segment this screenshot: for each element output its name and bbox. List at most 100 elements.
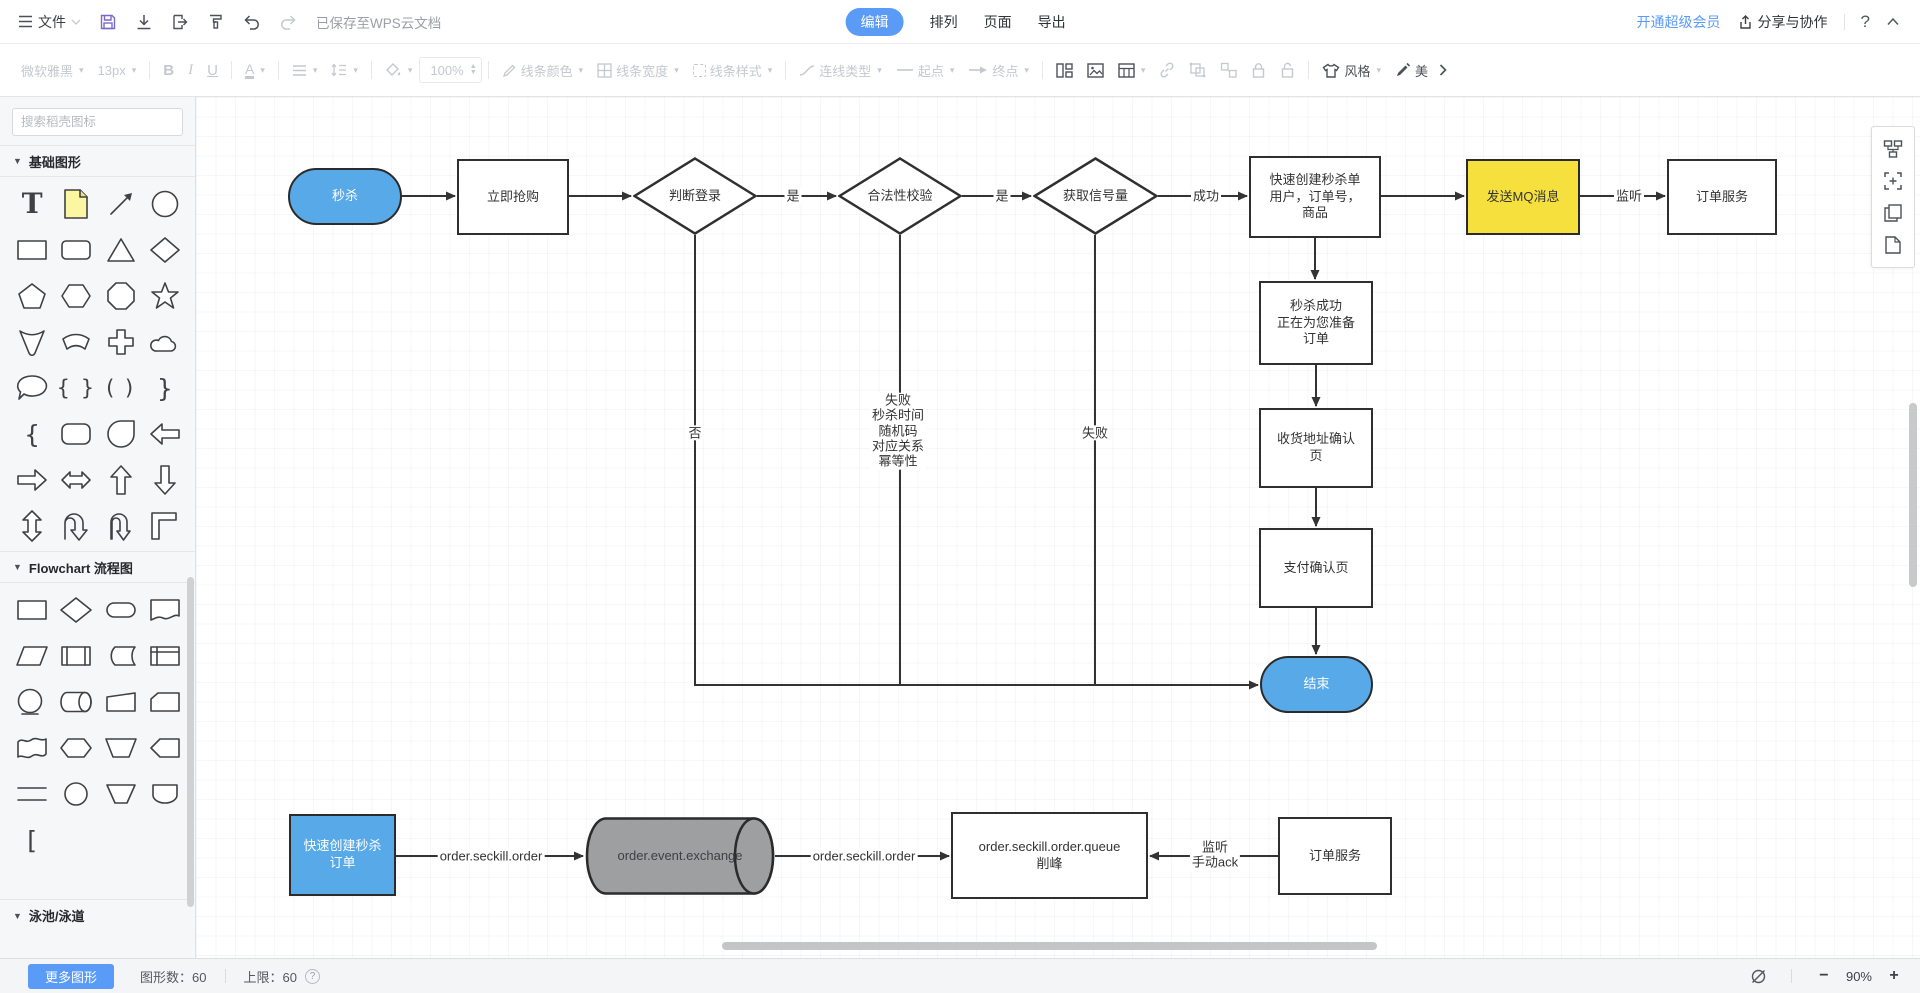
group-button[interactable]: [1182, 55, 1213, 85]
line-style-button[interactable]: 线条样式▾: [686, 55, 780, 85]
shape-arrow-up[interactable]: [99, 457, 143, 503]
line-width-button[interactable]: 线条宽度▾: [590, 55, 686, 85]
edge-label-success[interactable]: 成功: [1190, 188, 1222, 204]
help-button[interactable]: ?: [1860, 11, 1870, 31]
shape-document[interactable]: [143, 587, 187, 633]
structure-view-icon[interactable]: [1883, 139, 1903, 159]
more-tools-chevron-icon[interactable]: [1439, 64, 1447, 76]
insert-table-button[interactable]: ▾: [1111, 55, 1153, 85]
shape-decision[interactable]: [54, 587, 98, 633]
search-input[interactable]: [21, 115, 182, 129]
shape-u-turn-arrow[interactable]: [54, 503, 98, 549]
shape-point-left-hexagon[interactable]: [143, 725, 187, 771]
shape-cloud[interactable]: [143, 319, 187, 365]
canvas-vertical-scrollbar[interactable]: [1909, 403, 1917, 587]
format-painter-button[interactable]: [207, 13, 224, 30]
shape-parentheses[interactable]: ( ): [106, 375, 136, 400]
connector-type-button[interactable]: 连线类型▾: [792, 55, 889, 85]
undo-button[interactable]: [242, 14, 261, 30]
shape-parallel-lines[interactable]: [10, 771, 54, 817]
save-button[interactable]: [99, 13, 117, 31]
font-size-select[interactable]: 13px▾: [97, 62, 137, 78]
shape-display-wave[interactable]: [10, 725, 54, 771]
shape-arc-band[interactable]: [54, 319, 98, 365]
tab-export[interactable]: 导出: [1037, 14, 1066, 30]
shape-zoom-stepper[interactable]: 100% ▲▼: [419, 57, 482, 83]
export-button[interactable]: [171, 13, 189, 31]
node-start[interactable]: 秒杀: [288, 168, 402, 225]
edge-label-fail[interactable]: 失败: [1079, 425, 1111, 441]
shape-right-brace[interactable]: }: [156, 373, 173, 403]
edge-label-listen-ack[interactable]: 监听 手动ack: [1189, 839, 1241, 871]
canvas-horizontal-scrollbar[interactable]: [722, 942, 1377, 950]
download-button[interactable]: [135, 13, 153, 31]
zoom-level-value[interactable]: 90%: [1845, 968, 1872, 984]
shape-hexagon[interactable]: [54, 273, 98, 319]
shape-arrow-left[interactable]: [143, 411, 187, 457]
shape-trapezoid[interactable]: [99, 679, 143, 725]
shape-search-box[interactable]: [12, 108, 183, 136]
node-order-queue[interactable]: order.seckill.order.queue 削峰: [951, 812, 1148, 899]
shape-curly-braces[interactable]: { }: [56, 375, 97, 400]
lock-button[interactable]: [1244, 55, 1273, 85]
redo-button[interactable]: [279, 14, 298, 30]
italic-button[interactable]: I: [188, 61, 194, 78]
shape-connector-circle[interactable]: [10, 679, 54, 725]
new-page-icon[interactable]: [1884, 235, 1902, 255]
shape-manual-operation[interactable]: [99, 725, 143, 771]
fill-color-button[interactable]: ▾: [378, 55, 420, 85]
edge-label-fail-detail[interactable]: 失败 秒杀时间 随机码 对应关系 幂等性: [869, 392, 927, 470]
shape-u-turn-arrow-narrow[interactable]: [99, 503, 143, 549]
zoom-in-button[interactable]: +: [1889, 967, 1899, 984]
shape-process[interactable]: [10, 587, 54, 633]
shape-data-parallelogram[interactable]: [10, 633, 54, 679]
shape-left-brace[interactable]: {: [24, 419, 41, 449]
shape-small-circle[interactable]: [54, 771, 98, 817]
shape-arrow-down[interactable]: [143, 457, 187, 503]
share-collaborate-button[interactable]: 分享与协作: [1737, 12, 1828, 32]
align-button[interactable]: ▾: [285, 55, 325, 85]
shape-circle[interactable]: [143, 181, 187, 227]
shape-sticky-note[interactable]: [54, 181, 98, 227]
shape-line-arrow[interactable]: [99, 181, 143, 227]
section-basic-shapes[interactable]: ▼ 基础图形: [0, 145, 195, 177]
node-create-order[interactable]: 快速创建秒杀单 用户，订单号， 商品: [1249, 156, 1381, 238]
insert-image-button[interactable]: [1080, 55, 1111, 85]
edge-label-no[interactable]: 否: [686, 425, 704, 441]
upgrade-membership-link[interactable]: 开通超级会员: [1636, 13, 1721, 30]
line-spacing-button[interactable]: ▾: [324, 55, 365, 85]
shape-direct-access-storage[interactable]: [54, 679, 98, 725]
shape-rectangle[interactable]: [10, 227, 54, 273]
more-shapes-button[interactable]: 更多图形: [28, 963, 115, 989]
node-order-service-top[interactable]: 订单服务: [1667, 159, 1777, 235]
edge-label-route-2[interactable]: order.seckill.order: [810, 848, 918, 864]
style-button[interactable]: 风格▾: [1315, 55, 1388, 85]
duplicate-page-icon[interactable]: [1883, 203, 1903, 223]
shape-internal-storage[interactable]: [143, 633, 187, 679]
shape-arrow-up-down[interactable]: [10, 503, 54, 549]
edge-label-yes-1[interactable]: 是: [784, 188, 802, 204]
shape-star[interactable]: [143, 273, 187, 319]
node-send-mq[interactable]: 发送MQ消息: [1466, 159, 1580, 235]
node-validity-check[interactable]: 合法性校验: [838, 157, 962, 235]
shape-rounded-rectangle[interactable]: [54, 227, 98, 273]
shape-terminator[interactable]: [99, 587, 143, 633]
shape-teardrop[interactable]: [99, 411, 143, 457]
shape-left-bracket[interactable]: [: [27, 825, 37, 855]
node-end[interactable]: 结束: [1260, 656, 1373, 713]
shape-cone[interactable]: [10, 319, 54, 365]
shape-speech-bubble[interactable]: [10, 365, 54, 411]
node-buy-now[interactable]: 立即抢购: [457, 159, 569, 235]
edge-label-listen[interactable]: 监听: [1613, 188, 1645, 204]
auto-layout-button[interactable]: [1049, 55, 1080, 85]
sidebar-scrollbar[interactable]: [187, 577, 194, 907]
shape-arrow-left-right[interactable]: [54, 457, 98, 503]
line-color-button[interactable]: 线条颜色▾: [495, 55, 591, 85]
section-swimlane[interactable]: ▼ 泳池/泳道: [0, 899, 195, 931]
shape-pentagon-down[interactable]: [99, 771, 143, 817]
limit-help-icon[interactable]: ?: [304, 968, 320, 984]
node-success-page[interactable]: 秒杀成功 正在为您准备 订单: [1259, 281, 1373, 365]
shape-rounded-box[interactable]: [54, 411, 98, 457]
section-flowchart-shapes[interactable]: ▼ Flowchart 流程图: [0, 551, 195, 583]
tab-arrange[interactable]: 排列: [929, 14, 958, 30]
